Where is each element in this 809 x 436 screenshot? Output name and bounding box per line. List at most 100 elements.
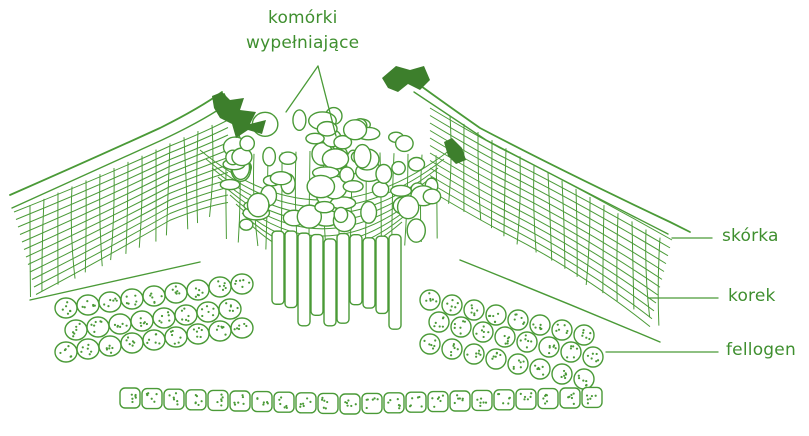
cell-granule [67, 345, 69, 347]
cell-granule [442, 326, 444, 328]
cell-granule [323, 400, 325, 402]
cell-granule [587, 398, 589, 400]
cell-granule [514, 314, 516, 316]
cell-granule [195, 401, 197, 403]
filling-cell [344, 120, 367, 140]
cell-granule [460, 332, 462, 334]
filling-cell [263, 147, 275, 165]
cell-granule [555, 347, 557, 349]
phellogen-cell [187, 324, 209, 344]
phellogen-cell [583, 347, 603, 367]
cell-granule [299, 406, 301, 408]
cell-granule [377, 398, 379, 400]
cell-granule [233, 402, 235, 404]
cell-granule [90, 324, 92, 326]
cell-granule [459, 327, 461, 329]
cell-granule [520, 393, 522, 395]
cell-granule [540, 324, 542, 326]
central-cell [389, 235, 401, 330]
cell-granule [111, 347, 113, 349]
phellogen-cell [87, 317, 109, 337]
cell-granule [220, 404, 222, 406]
cell-granule [132, 340, 134, 342]
filling-cell [293, 110, 306, 130]
cell-granule [456, 394, 458, 396]
cell-granule [134, 295, 136, 297]
cell-granule [201, 400, 203, 402]
cell-granule [505, 343, 507, 345]
cell-granule [588, 338, 590, 340]
cell-granule [220, 400, 222, 402]
cell-granule [109, 345, 111, 347]
cell-granule [216, 329, 218, 331]
cell-granule [539, 327, 541, 329]
filling-cell [361, 202, 377, 224]
phellogen-cell [121, 289, 143, 309]
cell-granule [506, 342, 508, 344]
cell-granule [508, 397, 510, 399]
cell-granule [134, 395, 136, 397]
filling-cell [409, 157, 425, 170]
cell-granule [542, 397, 544, 399]
cork-radial-wall [42, 199, 44, 291]
cell-granule [534, 365, 536, 367]
filling-cell [240, 219, 253, 230]
cell-granule [446, 303, 448, 305]
cell-granule [198, 289, 200, 291]
cell-granule [553, 344, 555, 346]
cell-granule [201, 308, 203, 310]
label-filling-cells-line1: komórki [268, 8, 338, 28]
cell-granule [461, 399, 463, 401]
cell-granule [525, 334, 527, 336]
cork-radial-wall [562, 181, 565, 269]
cell-granule [75, 329, 77, 331]
cell-granule [303, 405, 305, 407]
cell-granule [168, 314, 170, 316]
phellogen-cell [508, 354, 528, 374]
cell-granule [411, 397, 413, 399]
phellogen-cell [406, 392, 426, 412]
cell-granule [532, 323, 534, 325]
cell-granule [222, 396, 224, 398]
cork-radial-wall [534, 165, 537, 253]
cell-granule [566, 330, 568, 332]
cell-granule [206, 305, 208, 307]
cork-radial-wall [126, 162, 128, 254]
central-cell [363, 238, 375, 308]
cell-granule [478, 352, 480, 354]
cell-granule [442, 395, 444, 397]
cell-granule [87, 344, 89, 346]
phellogen-cell [561, 342, 581, 362]
cell-granule [434, 339, 436, 341]
cell-granule [492, 315, 494, 317]
cell-granule [242, 396, 244, 398]
cell-granule [94, 305, 96, 307]
cell-granule [263, 401, 265, 403]
cell-granule [557, 324, 559, 326]
cell-granule [507, 402, 509, 404]
phellogen-cell [442, 339, 462, 359]
cell-granule [241, 286, 243, 288]
cell-granule [487, 331, 489, 333]
cell-granule [479, 402, 481, 404]
cell-granule [453, 343, 455, 345]
cell-granule [482, 401, 484, 403]
label-korek: korek [728, 286, 776, 306]
cell-granule [66, 301, 68, 303]
cell-granule [75, 326, 77, 328]
cell-granule [155, 393, 157, 395]
cell-granule [86, 300, 88, 302]
cell-granule [179, 337, 181, 339]
cell-granule [122, 323, 124, 325]
phellogen-cell [442, 295, 462, 315]
cork-radial-wall [85, 180, 86, 272]
cell-granule [223, 285, 225, 287]
filling-cell [391, 185, 412, 196]
cell-granule [79, 323, 81, 325]
cell-granule [507, 340, 509, 342]
cell-granule [542, 373, 544, 375]
cell-granule [126, 296, 128, 298]
cell-granule [522, 323, 524, 325]
filling-cell [270, 172, 291, 185]
cell-granule [457, 302, 459, 304]
